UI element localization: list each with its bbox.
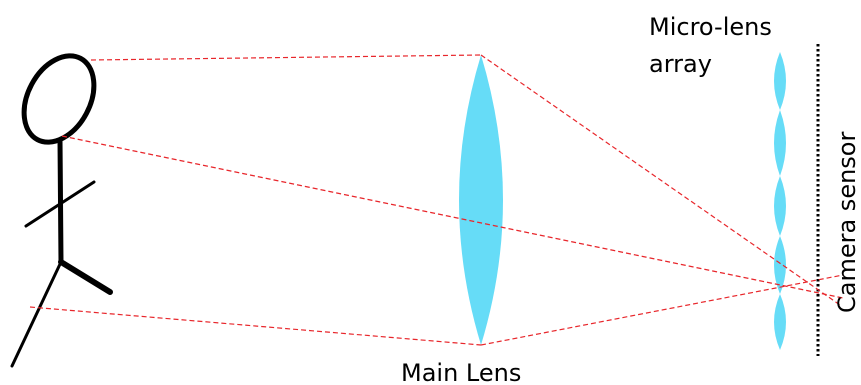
micro-lens-label-line2: array (649, 50, 712, 78)
stick-figure (10, 44, 110, 366)
micro-lens (774, 176, 786, 236)
ray (62, 136, 843, 298)
ray (30, 307, 481, 345)
micro-lens (774, 110, 786, 176)
micro-lens (774, 294, 786, 350)
camera-sensor-label: Camera sensor (833, 132, 861, 313)
main-lens-label: Main Lens (401, 359, 521, 385)
micro-lens-label-line1: Micro-lens (649, 13, 772, 41)
stick-figure-right-leg (61, 262, 110, 292)
stick-figure-torso (60, 140, 61, 262)
micro-lens (774, 52, 786, 110)
ray (481, 55, 840, 305)
light-rays (30, 55, 843, 345)
ray (91, 55, 481, 60)
micro-lens-array (774, 52, 786, 350)
main-lens (459, 55, 503, 345)
ray (481, 275, 843, 345)
stick-figure-left-leg (12, 262, 61, 366)
